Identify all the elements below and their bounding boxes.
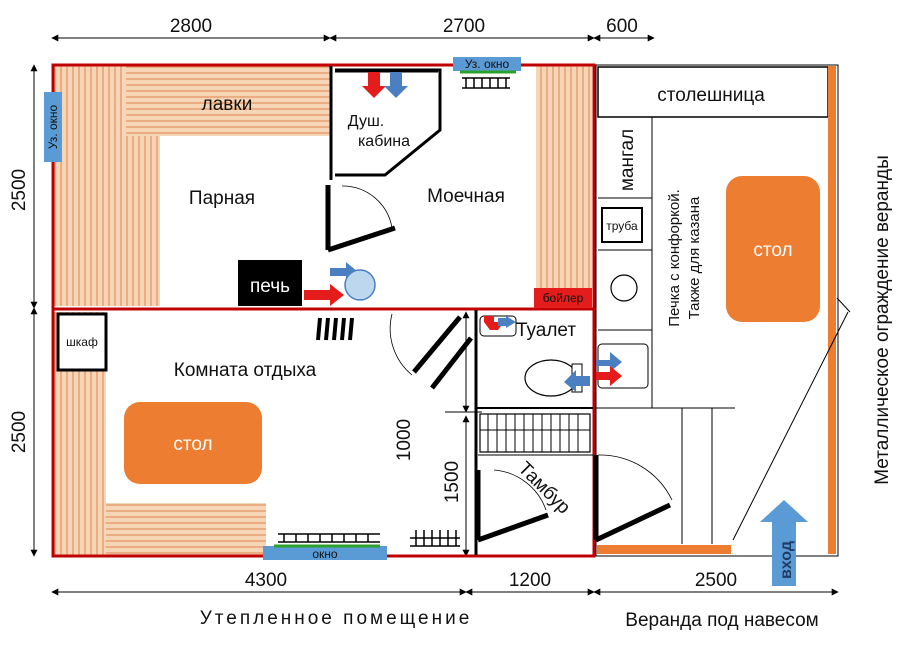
- dim-top-right: 600: [606, 16, 638, 37]
- heater-grill: [316, 317, 354, 341]
- caption-insulated: Утепленное помещение: [200, 608, 473, 629]
- window-narrow-top-label: Уз. окно: [465, 57, 510, 71]
- grill-label: мангал: [617, 129, 638, 191]
- radiator-bottom: [278, 533, 380, 543]
- stove-label: печь: [250, 276, 290, 297]
- window-bottom: [263, 546, 387, 560]
- dim-left-bottom: 2500: [9, 411, 30, 453]
- shelving-ticks: [487, 414, 579, 452]
- room-wash: Моечная: [427, 186, 505, 207]
- pipe-label: труба: [606, 219, 638, 233]
- cooker-label-2: Также для казана: [686, 196, 703, 319]
- entrance-label: вход: [778, 541, 795, 579]
- cooker-ring: [610, 274, 638, 302]
- wood-benches: [54, 66, 592, 555]
- wardrobe-label: шкаф: [66, 335, 98, 349]
- veranda-table-label: стол: [753, 240, 792, 261]
- window-narrow-left-label: Уз. окно: [46, 105, 60, 150]
- countertop-label: столешница: [657, 85, 765, 106]
- rest-table: [124, 402, 262, 484]
- water-tank: [344, 269, 376, 301]
- dim-bottom-right: 2500: [695, 570, 737, 591]
- shelving: [479, 413, 591, 453]
- radiator-top: [462, 77, 510, 89]
- dimension-lines: [30, 34, 839, 596]
- caption-veranda: Веранда под навесом: [625, 610, 818, 631]
- dim-top-left: 2800: [170, 16, 212, 37]
- window-bottom-label: окно: [312, 547, 338, 561]
- cooker-label-1: Печка с конфоркой.: [666, 189, 683, 327]
- dim-left-top: 2500: [9, 169, 30, 211]
- window-narrow-top: [453, 57, 521, 71]
- dim-top-mid: 2700: [443, 16, 485, 37]
- benches-label: лавки: [202, 94, 253, 115]
- room-rest: Комната отдыха: [174, 360, 317, 381]
- railing-label: Металлическое ограждение веранды: [872, 155, 893, 485]
- boiler-label: бойлер: [543, 291, 584, 305]
- dim-bottom-left: 4300: [245, 570, 287, 591]
- room-toilet: Туалет: [516, 320, 576, 341]
- shower-label-1: Душ.: [348, 113, 384, 130]
- stove: [238, 260, 302, 306]
- dim-bottom-mid: 1200: [509, 570, 551, 591]
- wardrobe: [56, 312, 108, 372]
- window-narrow-left: [44, 92, 62, 162]
- doors: [325, 185, 673, 543]
- railing-bar-right: [828, 66, 836, 554]
- rest-table-label: стол: [173, 434, 212, 455]
- radiator-hall: [410, 530, 460, 547]
- room-vestibule: Тамбур: [514, 458, 574, 518]
- shower-label-2: кабина: [358, 133, 410, 150]
- veranda-table: [726, 176, 820, 322]
- pipe-box: [601, 207, 643, 243]
- water-arrows: [304, 72, 622, 392]
- entrance-arrow: [760, 500, 808, 586]
- railing-pointer: [732, 311, 849, 541]
- railing-bar-bottom: [597, 545, 731, 554]
- room-steam: Парная: [189, 188, 255, 209]
- shower-cabin: [335, 68, 442, 177]
- boiler: [534, 288, 592, 308]
- dim-hall-1500: 1500: [442, 461, 463, 503]
- dim-door-1000: 1000: [394, 419, 415, 461]
